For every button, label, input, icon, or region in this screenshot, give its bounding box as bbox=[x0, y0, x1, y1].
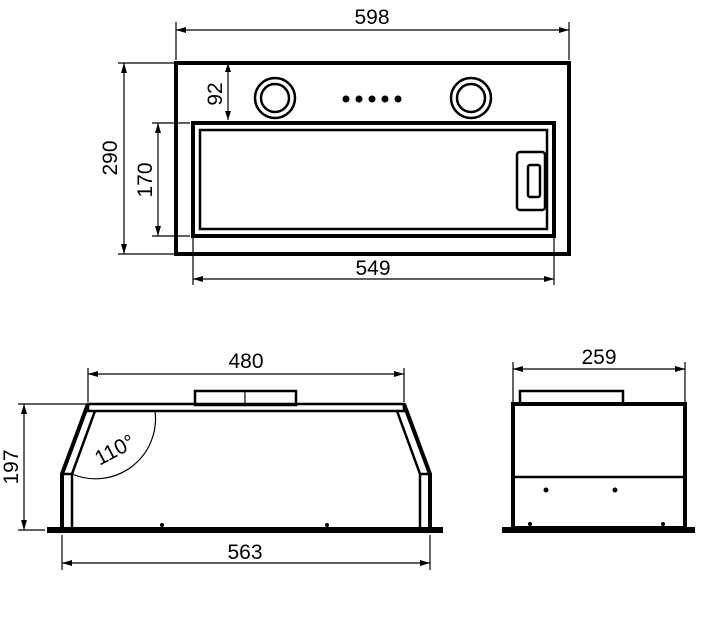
dim-259-label: 259 bbox=[581, 346, 616, 369]
dim-197 bbox=[18, 403, 86, 531]
dim-563 bbox=[61, 535, 431, 570]
right-knob-icon bbox=[449, 76, 493, 120]
dim-598 bbox=[175, 22, 570, 60]
side-base bbox=[47, 527, 443, 533]
dim-290 bbox=[118, 62, 174, 255]
front-outer-panel bbox=[174, 61, 571, 256]
end-base bbox=[502, 527, 695, 533]
dim-480 bbox=[87, 368, 405, 402]
angle-label: 110° bbox=[91, 430, 139, 470]
dim-480-label: 480 bbox=[228, 350, 263, 373]
top-plate bbox=[86, 402, 406, 413]
dim-259 bbox=[512, 362, 686, 402]
side-view: 480 197 110° 563 bbox=[0, 350, 443, 570]
dim-92 bbox=[225, 63, 231, 120]
dim-170-label: 170 bbox=[134, 162, 157, 197]
filter-frame bbox=[191, 121, 556, 238]
dim-170 bbox=[152, 122, 190, 237]
dim-290-label: 290 bbox=[99, 140, 122, 175]
front-view: 598 290 92 170 bbox=[99, 6, 571, 285]
filter-handle-icon bbox=[515, 150, 547, 212]
dim-563-label: 563 bbox=[227, 541, 262, 564]
dim-549-label: 549 bbox=[355, 257, 390, 280]
control-buttons-icon bbox=[342, 95, 402, 103]
filter-inner bbox=[198, 128, 549, 231]
angle-arc bbox=[71, 410, 157, 480]
dim-92-label: 92 bbox=[204, 82, 227, 105]
end-body bbox=[511, 402, 687, 530]
left-knob-icon bbox=[253, 76, 297, 120]
dim-197-label: 197 bbox=[0, 449, 23, 484]
dim-549 bbox=[192, 238, 555, 285]
dim-598-label: 598 bbox=[354, 6, 389, 29]
end-view: 259 bbox=[502, 346, 695, 533]
